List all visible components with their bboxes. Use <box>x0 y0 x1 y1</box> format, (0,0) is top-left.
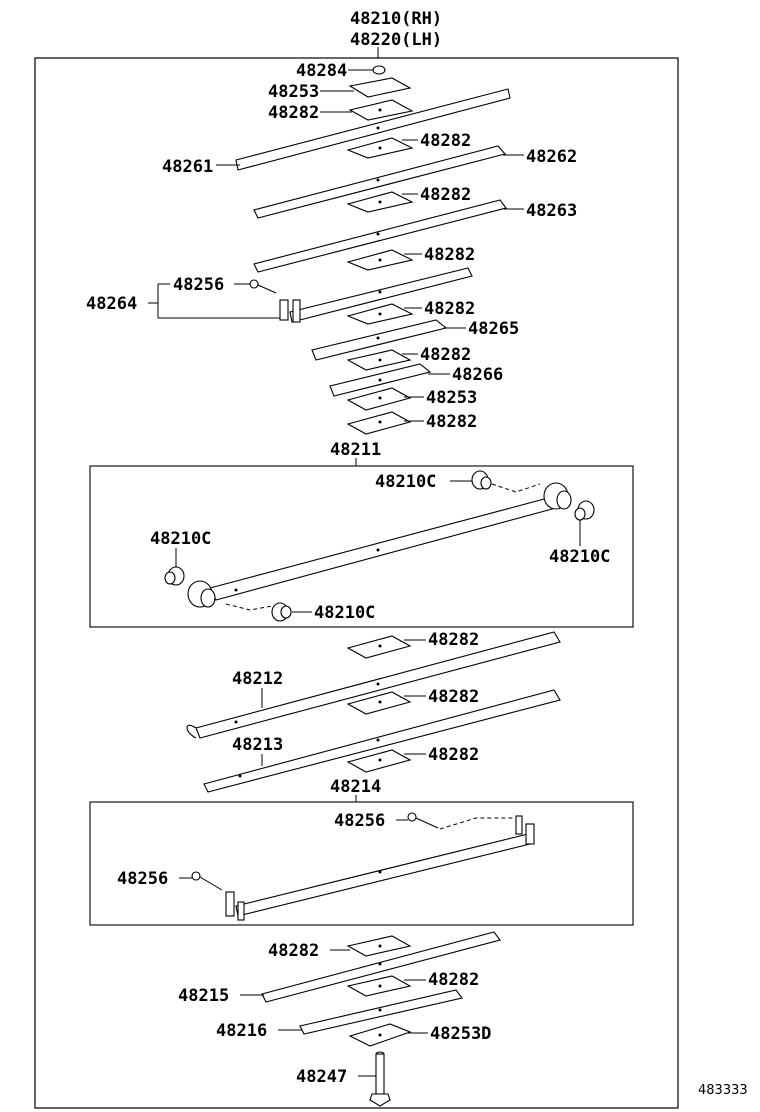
label-48247: 48247 <box>296 1067 347 1087</box>
label-48282-g: 48282 <box>426 412 477 432</box>
label-48262: 48262 <box>526 147 577 167</box>
leaf-48264 <box>289 267 473 323</box>
clip-48214-front <box>525 823 535 845</box>
label-48211: 48211 <box>330 440 381 460</box>
label-48282-f: 48282 <box>420 345 471 365</box>
label-48282-c: 48282 <box>420 185 471 205</box>
label-48210c-a: 48210C <box>375 472 436 492</box>
leaf-48215 <box>261 931 501 1003</box>
label-48282-e: 48282 <box>424 299 475 319</box>
leaf-48216 <box>299 989 463 1035</box>
leaf-48212-curl <box>186 724 197 739</box>
leaf-48262 <box>253 145 507 219</box>
assembly-number-rh: 48210(RH) <box>350 9 442 29</box>
main-leaf-frame <box>89 465 634 628</box>
label-48282-l: 48282 <box>428 970 479 990</box>
label-48213: 48213 <box>232 735 283 755</box>
label-48256-b: 48256 <box>334 811 385 831</box>
main-leaf-48211 <box>209 497 557 601</box>
label-48265: 48265 <box>468 319 519 339</box>
label-48282-k: 48282 <box>268 941 319 961</box>
label-48215: 48215 <box>178 986 229 1006</box>
label-48261: 48261 <box>162 157 213 177</box>
leaf-48263 <box>253 199 507 273</box>
label-48282-d: 48282 <box>424 245 475 265</box>
outer-frame <box>34 57 679 1109</box>
label-48284: 48284 <box>296 61 347 81</box>
label-48214: 48214 <box>330 777 381 797</box>
center-bolt-48247 <box>375 1053 385 1095</box>
label-48282-a: 48282 <box>268 103 319 123</box>
bolt-48256-a <box>249 279 259 289</box>
label-48282-b: 48282 <box>420 131 471 151</box>
label-48253-top: 48253 <box>268 82 319 102</box>
label-48256-a: 48256 <box>173 275 224 295</box>
diagram-id: 483333 <box>698 1083 748 1098</box>
label-48263: 48263 <box>526 201 577 221</box>
nut-48284 <box>372 65 386 75</box>
bolt-48256-c <box>191 871 201 881</box>
label-48256-c: 48256 <box>117 869 168 889</box>
label-48282-i: 48282 <box>428 687 479 707</box>
leaf-48214 <box>235 833 531 917</box>
leaf-48213 <box>203 689 561 793</box>
leaf-48261 <box>235 88 511 171</box>
clip-48214-rear <box>225 891 235 917</box>
label-48266: 48266 <box>452 365 503 385</box>
label-48253d: 48253D <box>430 1024 491 1044</box>
assembly-number-lh: 48220(LH) <box>350 30 442 50</box>
label-48253-b: 48253 <box>426 388 477 408</box>
label-48210c-d: 48210C <box>314 603 375 623</box>
label-48282-h: 48282 <box>428 630 479 650</box>
label-48210c-c: 48210C <box>150 529 211 549</box>
label-48210c-b: 48210C <box>549 547 610 567</box>
label-48212: 48212 <box>232 669 283 689</box>
leaf-48214-frame <box>89 801 634 926</box>
clip-48264 <box>279 299 289 321</box>
label-48264: 48264 <box>86 294 137 314</box>
bolt-48256-b <box>407 812 417 822</box>
label-48282-j: 48282 <box>428 745 479 765</box>
plate-48253-top <box>348 77 412 98</box>
label-48216: 48216 <box>216 1021 267 1041</box>
